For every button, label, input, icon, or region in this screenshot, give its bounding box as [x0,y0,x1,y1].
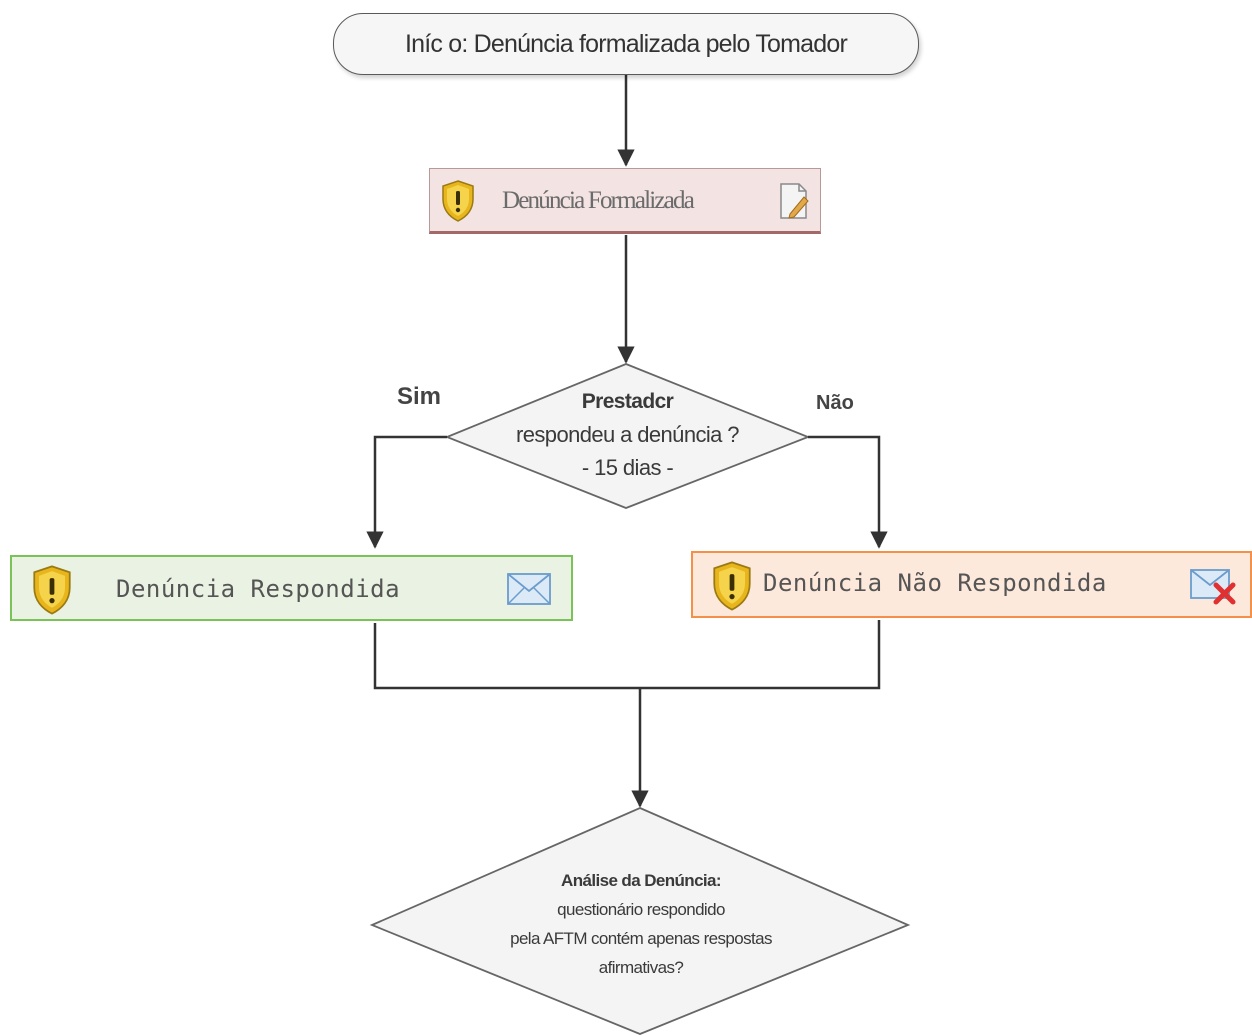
formalized-node-label: Denúncia Formalizada [502,187,695,214]
warning-shield-icon [442,180,474,222]
decision-analysis-line-1: Análise da Denúncia: [561,871,722,890]
formalized-node: Denúncia Formalizada [429,168,821,234]
warning-shield-icon [713,561,751,611]
connector-merge [373,620,881,690]
branch-label-no: Não [816,392,854,414]
connector-no-branch [808,435,888,549]
answered-node-label: Denúncia Respondida [116,575,401,603]
start-node-label: Iníc o: Denúncia formalizada pelo Tomado… [404,29,848,58]
decision-analysis-line-4: afirmativas? [598,958,684,977]
decision-response-line-3: - 15 dias - [581,455,674,480]
decision-diamond-response [444,363,811,509]
branch-label-yes: Sim [397,383,442,410]
connector-yes-branch [366,435,447,549]
start-node: Iníc o: Denúncia formalizada pelo Tomado… [333,13,919,75]
edit-document-icon [780,183,809,219]
not-answered-node: Denúncia Não Respondida [691,551,1252,618]
answered-node: Denúncia Respondida [10,555,573,621]
decision-response-text: Prestadcr respondeu a denúncia ? - 15 di… [460,385,795,484]
warning-shield-icon [33,565,71,615]
envelope-icon [507,573,551,605]
decision-analysis-line-2: questionário respondido [557,900,725,919]
envelope-x-icon [1190,569,1236,605]
decision-response-line-2: respondeu a denúncia ? [516,422,739,447]
decision-diamond-analysis [369,807,911,1035]
decision-analysis-line-3: pela AFTM contém apenas respostas [510,929,772,948]
decision-analysis-text: Análise da Denúncia: questionário respon… [448,866,834,982]
not-answered-node-label: Denúncia Não Respondida [763,569,1107,597]
decision-response-line-1: Prestadcr [581,390,674,413]
